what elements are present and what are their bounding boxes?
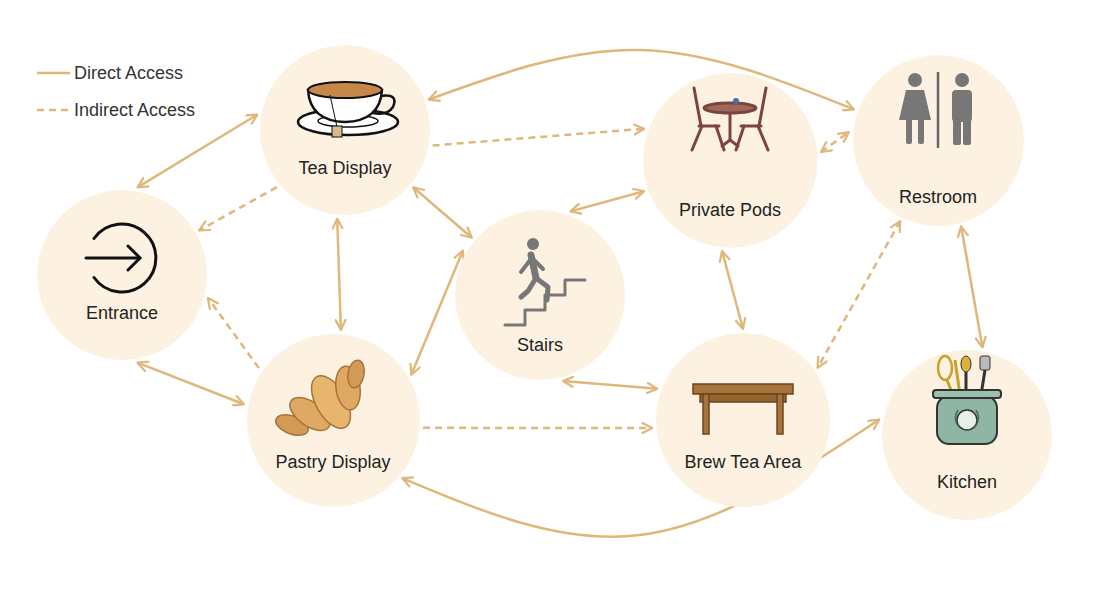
room-circle: Stairs (455, 210, 625, 380)
legend-line-sample (36, 61, 72, 85)
legend-label: Indirect Access (74, 98, 195, 122)
teacup-icon (298, 82, 398, 137)
room-label: Brew Tea Area (685, 452, 802, 473)
table-chairs-icon (692, 88, 768, 150)
legend-line-sample (36, 98, 72, 122)
legend-line (37, 109, 70, 112)
direct-access-arrow (413, 187, 472, 238)
entrance-icon (86, 224, 156, 292)
direct-access-arrow (570, 191, 644, 211)
indirect-access-arrow (818, 221, 901, 368)
direct-access-arrow (337, 219, 341, 330)
kitchen-jar-icon (933, 356, 1001, 444)
room-circle: Restroom (853, 55, 1024, 226)
circle-outline (247, 334, 420, 507)
indirect-access-arrow (821, 132, 849, 152)
restroom-icon (899, 72, 972, 148)
direct-access-arrow (137, 363, 243, 405)
circle-fill (455, 210, 625, 380)
circle-outline (643, 73, 818, 248)
circle-outline (37, 190, 207, 360)
room-label: Pastry Display (275, 452, 390, 473)
circle-fill (643, 73, 818, 248)
room-circle: Pastry Display (247, 334, 420, 507)
room-label: Restroom (899, 187, 977, 208)
legend-line (37, 72, 70, 75)
direct-access-arrow (137, 115, 257, 188)
circle-outline (260, 45, 430, 215)
circle-fill (853, 55, 1024, 226)
room-circle: Tea Display (260, 45, 430, 215)
room-circle: Brew Tea Area (656, 333, 830, 507)
legend-label: Direct Access (74, 61, 183, 85)
room-circle: Private Pods (643, 73, 818, 248)
circle-outline (882, 350, 1052, 520)
room-label: Private Pods (679, 200, 781, 221)
legend-entry: Direct Access (36, 61, 183, 85)
direct-access-arrow (961, 226, 982, 347)
room-circle: Kitchen (882, 350, 1052, 520)
room-label: Tea Display (298, 158, 391, 179)
circle-fill (656, 333, 830, 507)
direct-access-arrow (722, 251, 743, 329)
legend-entry: Indirect Access (36, 98, 195, 122)
table-icon (693, 384, 793, 434)
indirect-access-arrow (199, 187, 277, 230)
indirect-access-arrow (208, 298, 259, 368)
croissant-icon (273, 359, 366, 439)
indirect-access-arrow (433, 129, 645, 146)
room-label: Kitchen (937, 472, 997, 493)
circle-fill (882, 350, 1052, 520)
stairs-icon (505, 238, 585, 325)
room-circle: Entrance (37, 190, 207, 360)
circle-fill (37, 190, 207, 360)
direct-access-arrow (563, 381, 657, 389)
indirect-access-arrow (423, 427, 652, 430)
circle-fill (247, 334, 420, 507)
circle-fill (260, 45, 430, 215)
room-label: Stairs (517, 335, 563, 356)
room-label: Entrance (86, 303, 158, 324)
direct-access-arrow (411, 251, 463, 375)
circle-outline (656, 333, 830, 507)
